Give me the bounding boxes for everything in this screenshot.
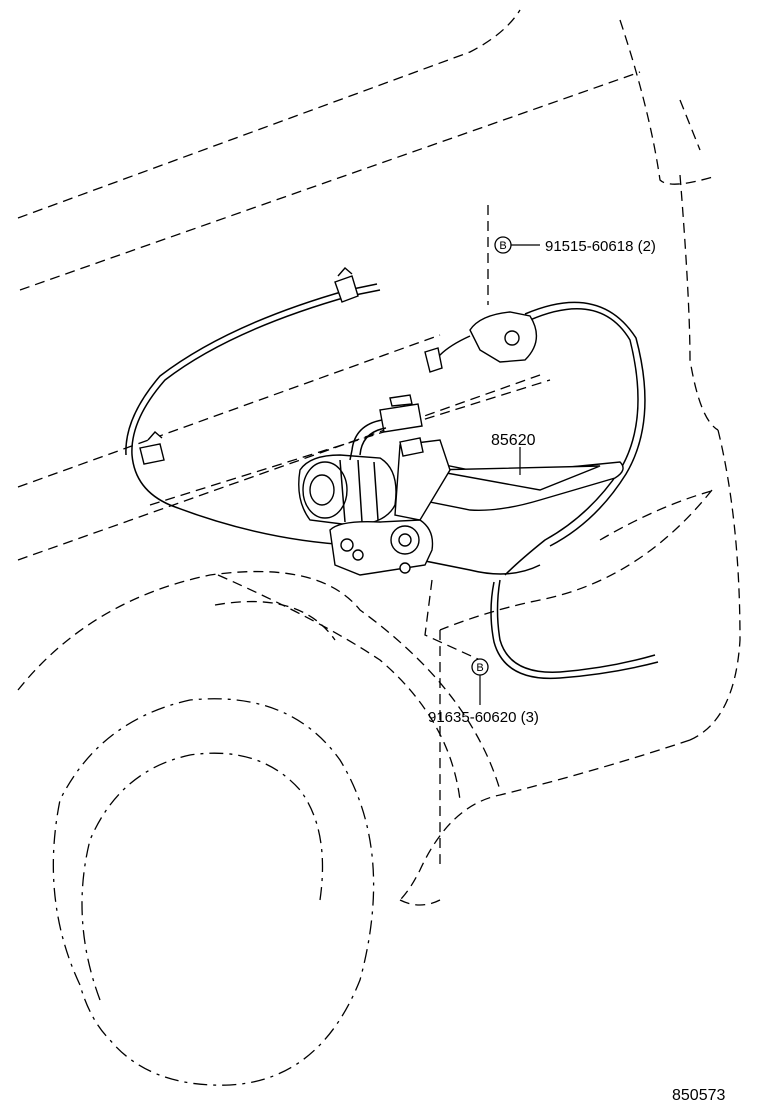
window-regulator [298, 311, 624, 576]
bolt-symbol-icon [494, 236, 512, 254]
callout-bottom-bolt: B 91635-60620 (3) [428, 658, 539, 726]
wire-harness [125, 283, 659, 680]
part-number-bottom-bolt: 91635-60620 (3) [428, 709, 539, 726]
part-number-regulator: 85620 [491, 432, 536, 449]
body-outline [17, 9, 741, 1086]
bolt-symbol: B [499, 240, 506, 252]
callout-regulator: 85620 [491, 432, 536, 449]
part-number-top-bolt: 91515-60618 (2) [545, 238, 656, 255]
callout-leaders [424, 205, 540, 705]
bolt-symbol-icon [471, 658, 489, 676]
callout-top-bolt: B 91515-60618 (2) [494, 236, 656, 255]
bolt-symbol: B [476, 662, 483, 674]
figure-id: 850573 [672, 1087, 725, 1104]
harness-clip [139, 267, 359, 465]
